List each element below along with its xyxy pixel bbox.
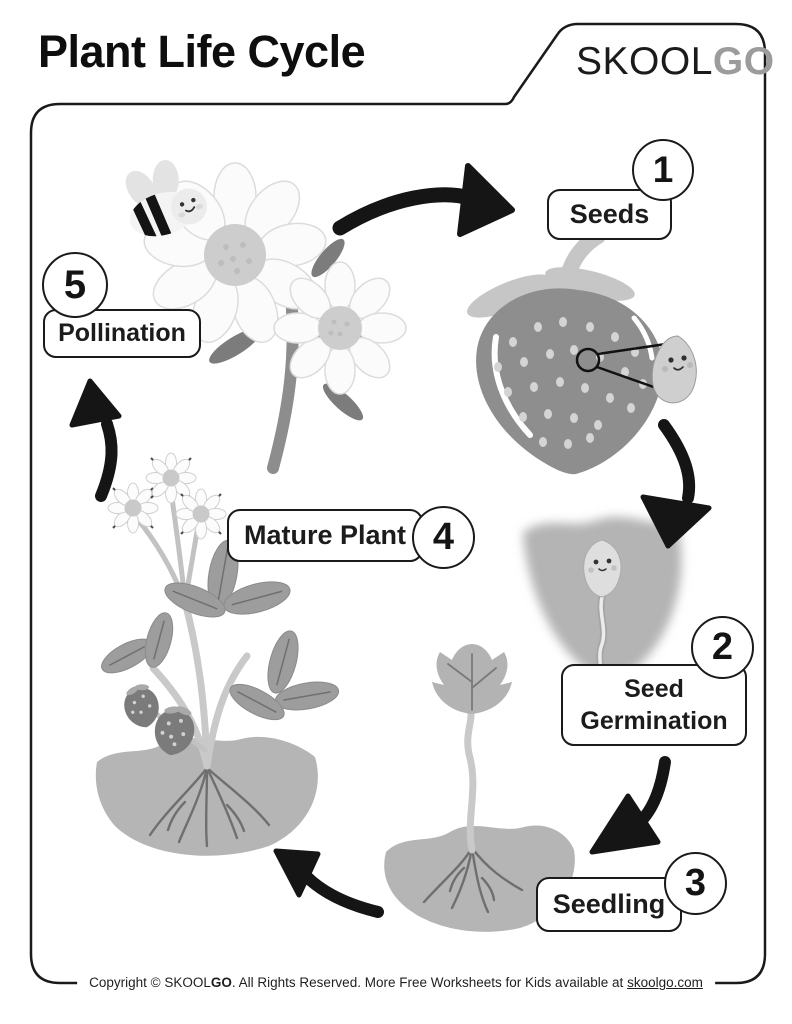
arrow-seeds-to-germination-icon: [640, 419, 712, 549]
magnifier-callout: [575, 342, 667, 392]
seedling-roots: [422, 846, 524, 914]
stage-number-4: 4: [412, 506, 475, 569]
strawberries: [120, 684, 198, 759]
footer-text-2: . All Rights Reserved. More Free Workshe…: [231, 975, 628, 990]
leaf-veins: [108, 548, 331, 713]
footer-link-skoolgo[interactable]: skoolgo.com: [627, 975, 703, 990]
logo-text-go: GO: [712, 40, 775, 83]
plant-flowers: [107, 452, 227, 540]
flowers-with-bee-icon: [125, 159, 407, 474]
stage-label-pollination: Pollination: [43, 309, 201, 358]
mature-strawberry-plant-icon: [95, 452, 340, 856]
arrow-mature-to-pollination-icon: [69, 378, 122, 502]
arrow-seedling-to-mature-icon: [273, 848, 384, 918]
daisy-flower-icon: [140, 162, 330, 350]
stage-label-seedling: Seedling: [536, 877, 682, 932]
stage-number-2: 2: [691, 616, 754, 679]
logo-text-skool: SKOOL: [576, 40, 713, 83]
strawberry-with-seed-callout-icon: [467, 228, 697, 475]
seedling-in-soil-icon: [384, 644, 575, 932]
seedling-leaf: [432, 644, 512, 714]
stage-number-1: 1: [632, 139, 694, 201]
bee-icon: [125, 159, 207, 244]
plant-roots: [148, 766, 271, 848]
daisy-flower-icon: [273, 261, 407, 395]
stage-number-5: 5: [42, 252, 108, 318]
stage-label-mature-plant: Mature Plant: [227, 509, 423, 562]
page-title: Plant Life Cycle: [38, 26, 366, 77]
arrow-germination-to-seedling-icon: [589, 756, 671, 855]
footer-text-1: Copyright © SKOOL: [89, 975, 211, 990]
seed-icon: [651, 335, 697, 404]
strawberry-seeds-dots: [494, 317, 647, 449]
footer-text-go: GO: [210, 975, 232, 990]
stage-number-3: 3: [664, 852, 727, 915]
skoolgo-logo: SKOOLGO: [576, 40, 774, 84]
footer-copyright: Copyright © SKOOLGO. All Rights Reserved…: [77, 971, 715, 995]
arrow-flowers-to-seeds-icon: [332, 163, 515, 237]
